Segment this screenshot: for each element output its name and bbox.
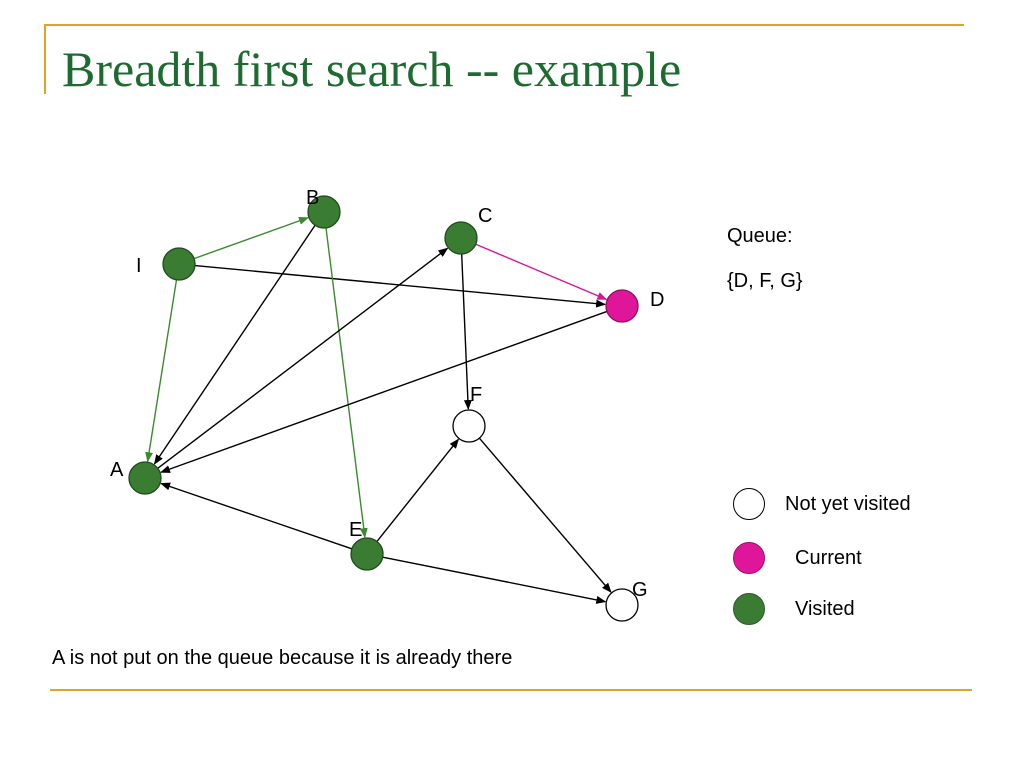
node-label-C: C — [478, 205, 492, 227]
node-C — [444, 221, 478, 255]
edge-E-to-G — [382, 556, 607, 604]
edge-B-to-E — [325, 227, 368, 539]
edge-C-to-F — [460, 253, 472, 411]
node-label-G: G — [632, 579, 648, 601]
edge-B-to-A — [153, 224, 316, 465]
edge-A-to-C — [157, 247, 449, 469]
legend-not-yet-visited: Not yet visited — [733, 486, 911, 522]
node-G — [605, 588, 639, 622]
node-E — [350, 537, 384, 571]
node-label-D: D — [650, 289, 664, 311]
node-A — [128, 461, 162, 495]
legend-current: Current — [733, 540, 862, 576]
node-label-F: F — [470, 384, 482, 406]
edge-I-to-A — [145, 279, 178, 463]
edge-F-to-G — [478, 437, 612, 593]
node-label-A: A — [110, 459, 124, 481]
legend-visited: Visited — [733, 591, 855, 627]
edge-E-to-F — [376, 438, 460, 542]
node-F — [452, 409, 486, 443]
legend-label-visited: Visited — [795, 597, 855, 620]
edge-C-to-D — [475, 243, 608, 301]
queue-title: Queue: — [727, 225, 793, 247]
edge-D-to-A — [160, 310, 608, 473]
node-label-E: E — [349, 519, 362, 541]
top-rule — [44, 24, 964, 26]
node-B — [307, 195, 341, 229]
node-D — [605, 289, 639, 323]
slide-title: Breadth first search -- example — [62, 41, 682, 97]
nodes-layer — [128, 195, 639, 622]
node-label-I: I — [136, 255, 142, 277]
legend-swatch-current — [733, 542, 765, 574]
left-accent-rule — [44, 24, 46, 94]
legend-label-current: Current — [795, 546, 862, 569]
node-label-B: B — [306, 187, 319, 209]
edges-layer — [145, 217, 612, 604]
node-labels-layer: I B C D F A E G — [110, 187, 664, 601]
node-I — [162, 247, 196, 281]
bottom-rule — [50, 689, 972, 691]
legend-label-unvisited: Not yet visited — [785, 492, 911, 515]
legend-swatch-visited — [733, 593, 765, 625]
queue-content: {D, F, G} — [727, 270, 803, 292]
caption: A is not put on the queue because it is … — [52, 647, 513, 669]
edge-E-to-A — [160, 482, 353, 550]
edge-I-to-B — [193, 217, 309, 260]
legend-swatch-unvisited — [733, 488, 765, 520]
